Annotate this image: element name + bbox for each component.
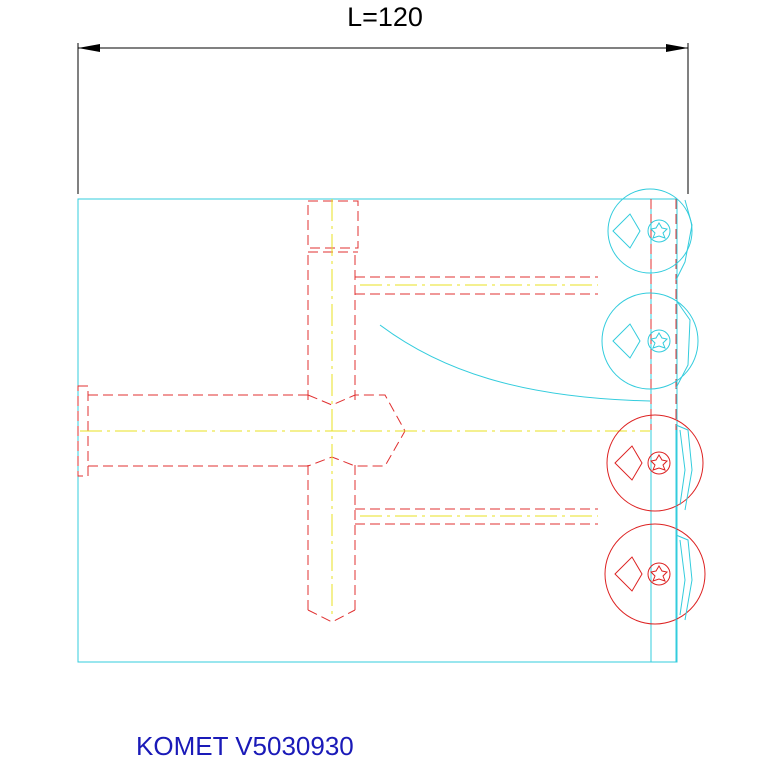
insert-4 xyxy=(604,523,706,625)
dimension-line xyxy=(77,43,689,194)
insert-1 xyxy=(607,188,693,281)
dimension-arrows xyxy=(78,44,688,52)
insert-3 xyxy=(606,414,704,512)
insert-2 xyxy=(601,292,699,390)
centerlines xyxy=(80,199,650,618)
length-dimension-label: L=120 xyxy=(347,2,423,32)
insert-edges-lower xyxy=(675,424,693,662)
part-number-caption: KOMET V5030930 xyxy=(136,731,354,761)
hidden-channels xyxy=(77,199,677,623)
